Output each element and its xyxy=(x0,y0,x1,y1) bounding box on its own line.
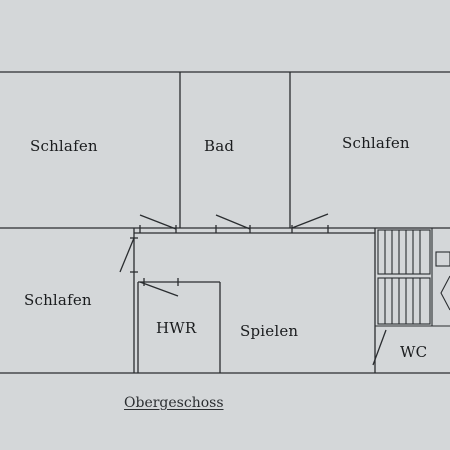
door-bad xyxy=(215,214,251,230)
door-schlafen-top-left xyxy=(139,214,177,230)
staircase xyxy=(375,228,450,327)
room-label-schlafen-left: Schlafen xyxy=(24,291,92,309)
room-label-hwr: HWR xyxy=(156,319,197,337)
room-label-schlafen-top-left: Schlafen xyxy=(30,137,98,155)
floor-caption: Obergeschoss xyxy=(124,395,224,411)
door-schlafen-top-right xyxy=(291,213,329,229)
room-label-schlafen-top-right: Schlafen xyxy=(342,134,410,152)
door-hwr xyxy=(139,281,179,297)
room-label-spielen: Spielen xyxy=(240,322,299,340)
room-label-bad: Bad xyxy=(204,137,235,155)
door-wc xyxy=(372,329,387,366)
room-label-wc: WC xyxy=(400,343,428,361)
door-schlafen-left xyxy=(119,237,135,273)
